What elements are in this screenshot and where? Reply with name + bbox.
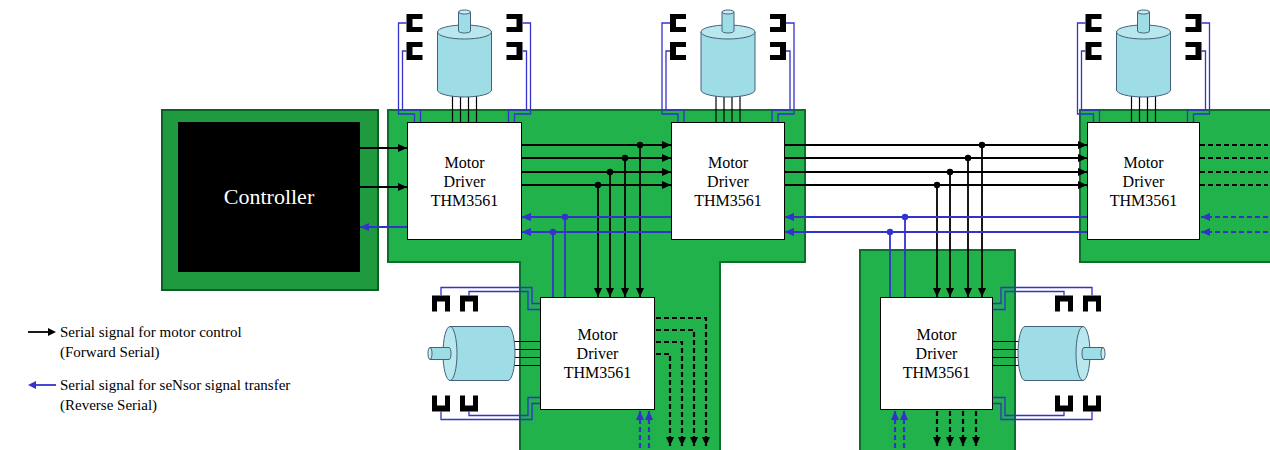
dashed-bus	[1200, 144, 1268, 146]
junction-dot	[934, 182, 940, 188]
dashed-bus	[656, 354, 670, 446]
legend-text: Serial signal for seNsor signal transfer…	[60, 375, 318, 415]
box-label: Motor Driver THM3561	[1110, 153, 1178, 210]
reverse-serial-line	[522, 232, 553, 297]
controller-box: Controller	[178, 122, 360, 272]
forward-serial-line	[785, 145, 982, 297]
dashed-bus	[949, 411, 951, 446]
dashed-bus	[894, 411, 896, 448]
dashed-bus	[648, 411, 650, 448]
forward-serial-line	[785, 172, 950, 297]
legend-line	[28, 331, 48, 333]
forward-serial-line	[785, 185, 937, 297]
dashed-bus	[656, 342, 682, 446]
legend-sample	[22, 322, 60, 342]
dashed-bus	[1200, 171, 1268, 173]
dashed-bus	[936, 411, 938, 446]
junction-dot	[947, 169, 953, 175]
box-label: Motor Driver THM3561	[431, 153, 499, 210]
legend-text: Serial signal for motor control (Forward…	[60, 322, 272, 362]
reverse-serial-line	[522, 217, 565, 297]
motor-assembly	[1078, 10, 1210, 122]
forward-serial-line	[522, 158, 625, 297]
legend-arrowhead	[28, 381, 36, 389]
forward-serial-line	[360, 147, 407, 149]
legend-arrowhead	[48, 328, 56, 336]
dashed-bus	[656, 318, 706, 446]
dashed-bus	[975, 411, 977, 446]
motor-assembly	[662, 10, 794, 122]
junction-dot	[887, 229, 893, 235]
driver-box: Motor Driver THM3561	[1087, 122, 1200, 240]
dashed-bus	[903, 411, 905, 448]
driver-board	[388, 110, 805, 450]
motor-assembly	[399, 10, 531, 122]
driver-box: Motor Driver THM3561	[671, 122, 785, 240]
junction-dot	[902, 214, 908, 220]
junction-dot	[965, 155, 971, 161]
motor-assembly	[993, 288, 1105, 420]
forward-serial-line	[522, 185, 598, 297]
forward-serial-line	[522, 172, 610, 297]
legend-entry: Serial signal for motor control (Forward…	[22, 322, 272, 362]
legend-line	[36, 384, 56, 386]
box-label: Motor Driver THM3561	[564, 325, 632, 382]
junction-dot	[562, 214, 568, 220]
forward-serial-line	[360, 186, 407, 188]
junction-dot	[550, 229, 556, 235]
junction-dot	[595, 182, 601, 188]
driver-box: Motor Driver THM3561	[880, 297, 993, 410]
controller-board	[162, 110, 378, 290]
forward-serial-line	[785, 158, 968, 297]
driver-box: Motor Driver THM3561	[540, 297, 655, 410]
driver-board	[1080, 110, 1270, 262]
reverse-serial-line	[360, 226, 407, 228]
driver-box: Motor Driver THM3561	[407, 122, 522, 240]
legend-sample	[22, 375, 60, 395]
legend-entry: Serial signal for seNsor signal transfer…	[22, 375, 318, 415]
dashed-bus	[1201, 216, 1268, 218]
junction-dot	[637, 142, 643, 148]
dashed-bus	[1200, 157, 1268, 159]
reverse-serial-line	[785, 217, 905, 297]
forward-serial-line	[522, 145, 640, 297]
dashed-bus	[962, 411, 964, 446]
junction-dot	[979, 142, 985, 148]
reverse-serial-line	[785, 232, 890, 297]
box-label: Motor Driver THM3561	[903, 325, 971, 382]
dashed-bus	[639, 411, 641, 448]
box-label: Motor Driver THM3561	[694, 153, 762, 210]
junction-dot	[622, 155, 628, 161]
motor-assembly	[428, 288, 540, 420]
junction-dot	[607, 169, 613, 175]
dashed-bus	[1201, 231, 1268, 233]
dashed-bus	[656, 330, 694, 446]
dashed-bus	[1200, 184, 1268, 186]
box-label: Controller	[224, 184, 314, 210]
